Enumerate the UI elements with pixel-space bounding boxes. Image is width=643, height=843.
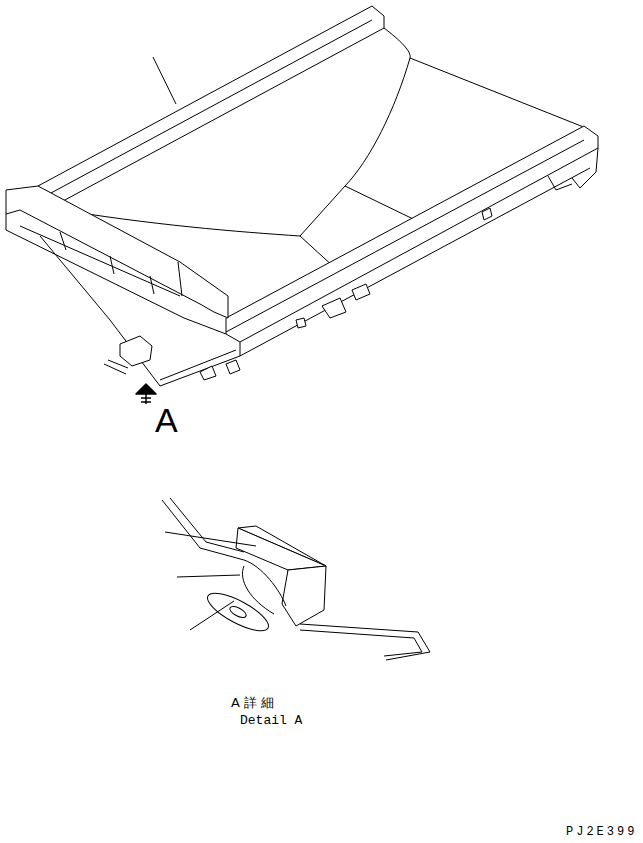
hopper-bottom	[160, 350, 236, 380]
near-side	[240, 342, 241, 356]
body-brackets	[200, 208, 492, 380]
detail-title-ja: A 詳 細	[231, 696, 274, 710]
rib	[110, 256, 114, 274]
hopper-side	[40, 236, 240, 386]
near-rim-edge	[226, 140, 584, 332]
front-bracket	[548, 176, 572, 190]
tail-beam-lower	[6, 214, 226, 334]
rib	[150, 276, 154, 294]
far-rim-edge	[38, 20, 372, 200]
floor-crease	[300, 186, 345, 236]
headboard-top	[410, 58, 586, 128]
rib	[178, 262, 182, 296]
hinge-part	[104, 336, 152, 374]
rib	[60, 232, 66, 250]
near-side-bottom	[240, 168, 590, 356]
near-rim	[226, 126, 598, 342]
front-corner	[572, 148, 598, 188]
far-rim	[38, 6, 384, 208]
tail-beam	[6, 186, 228, 318]
headboard-curve	[345, 28, 410, 186]
detail-title-en: Detail A	[240, 714, 302, 728]
view-letter: A	[155, 402, 178, 439]
drawing-number: PJ2E399	[566, 826, 637, 839]
tail-ribs	[20, 226, 180, 296]
view-arrow	[136, 384, 156, 404]
detail-a-view	[153, 57, 430, 660]
